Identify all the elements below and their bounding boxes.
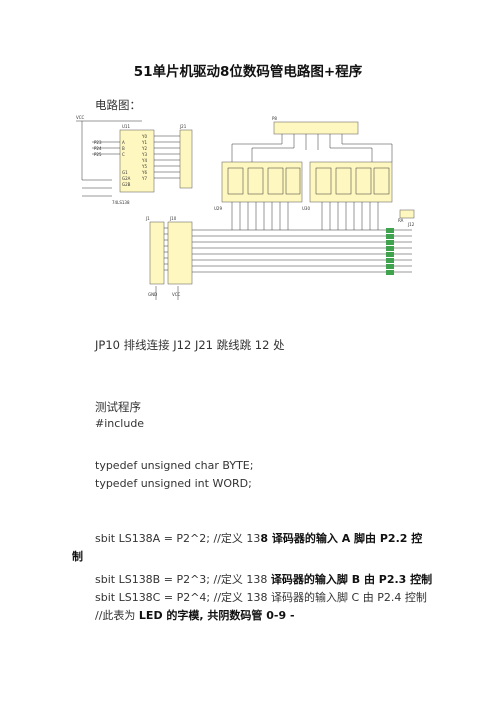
- code-include: #include: [95, 417, 145, 430]
- p-pins: P23 P24 P25 A B C G1 G2A G2B: [94, 140, 131, 187]
- display-left: [221, 161, 303, 203]
- resistor-label: RA: [398, 218, 404, 223]
- j1-label: J1: [145, 216, 150, 221]
- pin-a: A: [122, 140, 125, 145]
- pin-g2b: G2B: [122, 182, 131, 187]
- code-comment: //此表为 LED 的字模, 共阴数码管 0-9 -: [95, 607, 295, 623]
- svg-text:Y4: Y4: [141, 158, 147, 163]
- code-sbit-a-wrap: 制: [72, 550, 83, 563]
- section-circuit-heading: 电路图：: [95, 98, 141, 112]
- display-right: [309, 161, 393, 203]
- code-typedef-byte: typedef unsigned char BYTE;: [95, 459, 254, 472]
- svg-text:Y3: Y3: [141, 152, 147, 157]
- code-comment-text: //此表为: [95, 609, 139, 622]
- j21-label: J21: [179, 124, 187, 129]
- p25-label: P25: [94, 152, 102, 157]
- gnd-label: GND: [148, 292, 157, 297]
- code-typedef-word: typedef unsigned int WORD;: [95, 477, 252, 490]
- j12-label: J12: [407, 222, 415, 227]
- svg-text:Y0: Y0: [141, 134, 147, 139]
- svg-text:Y7: Y7: [141, 176, 147, 181]
- code-comment-bold: LED 的字模, 共阴数码管 0-9 -: [138, 609, 295, 622]
- code-sbit-a: sbit LS138A = P2^2; //定义 138 译码器的输入 A 脚由…: [95, 530, 422, 546]
- p23-label: P23: [94, 140, 102, 145]
- u11-label: U11: [122, 124, 130, 129]
- pin-b: B: [122, 146, 125, 151]
- code-sbit-a-bold: 8 译码器的输入 A 脚由 P2.2 控: [260, 532, 423, 545]
- svg-text:Y6: Y6: [141, 170, 147, 175]
- p24-label: P24: [94, 146, 102, 151]
- code-sbit-c: sbit LS138C = P2^4; //定义 138 译码器的输入脚 C 由…: [95, 591, 427, 604]
- pin-g1: G1: [122, 170, 128, 175]
- svg-text:Y2: Y2: [141, 146, 147, 151]
- circuit-schematic: VCC U11 74LS138 P23 P24 P25 A B C G1 G2A…: [76, 115, 415, 300]
- code-sbit-b: sbit LS138B = P2^3; //定义 138 译码器的输入脚 B 由…: [95, 571, 432, 587]
- pin-c: C: [122, 152, 125, 157]
- code-sbit-b-bold: 译码器的输入脚 B 由 P2.3 控制: [270, 573, 433, 586]
- u11-part: 74LS138: [112, 200, 130, 205]
- vcc-bottom-label: VCC: [172, 292, 181, 297]
- svg-text:Y1: Y1: [141, 140, 147, 145]
- code-sbit-a-text: sbit LS138A = P2^2; //定义 13: [95, 532, 261, 545]
- display-right-label: U30: [302, 206, 310, 211]
- svg-text:Y5: Y5: [141, 164, 147, 169]
- wiring-note: JP10 排线连接 J12 J21 跳线跳 12 处: [95, 338, 285, 352]
- j10-label: J10: [169, 216, 177, 221]
- section-program-heading: 测试程序: [95, 400, 141, 414]
- pin-g2a: G2A: [122, 176, 131, 181]
- u11-outputs: Y0 Y1 Y2 Y3 Y4 Y5 Y6 Y7: [141, 134, 147, 181]
- vcc-label: VCC: [76, 115, 85, 120]
- page-title: 51单片机驱动8位数码管电路图+程序: [133, 64, 363, 80]
- resistor-pack: [386, 228, 394, 275]
- code-sbit-b-text: sbit LS138B = P2^3; //定义 138: [95, 573, 271, 586]
- display-left-label: U29: [214, 206, 222, 211]
- p8-label: P8: [272, 116, 277, 121]
